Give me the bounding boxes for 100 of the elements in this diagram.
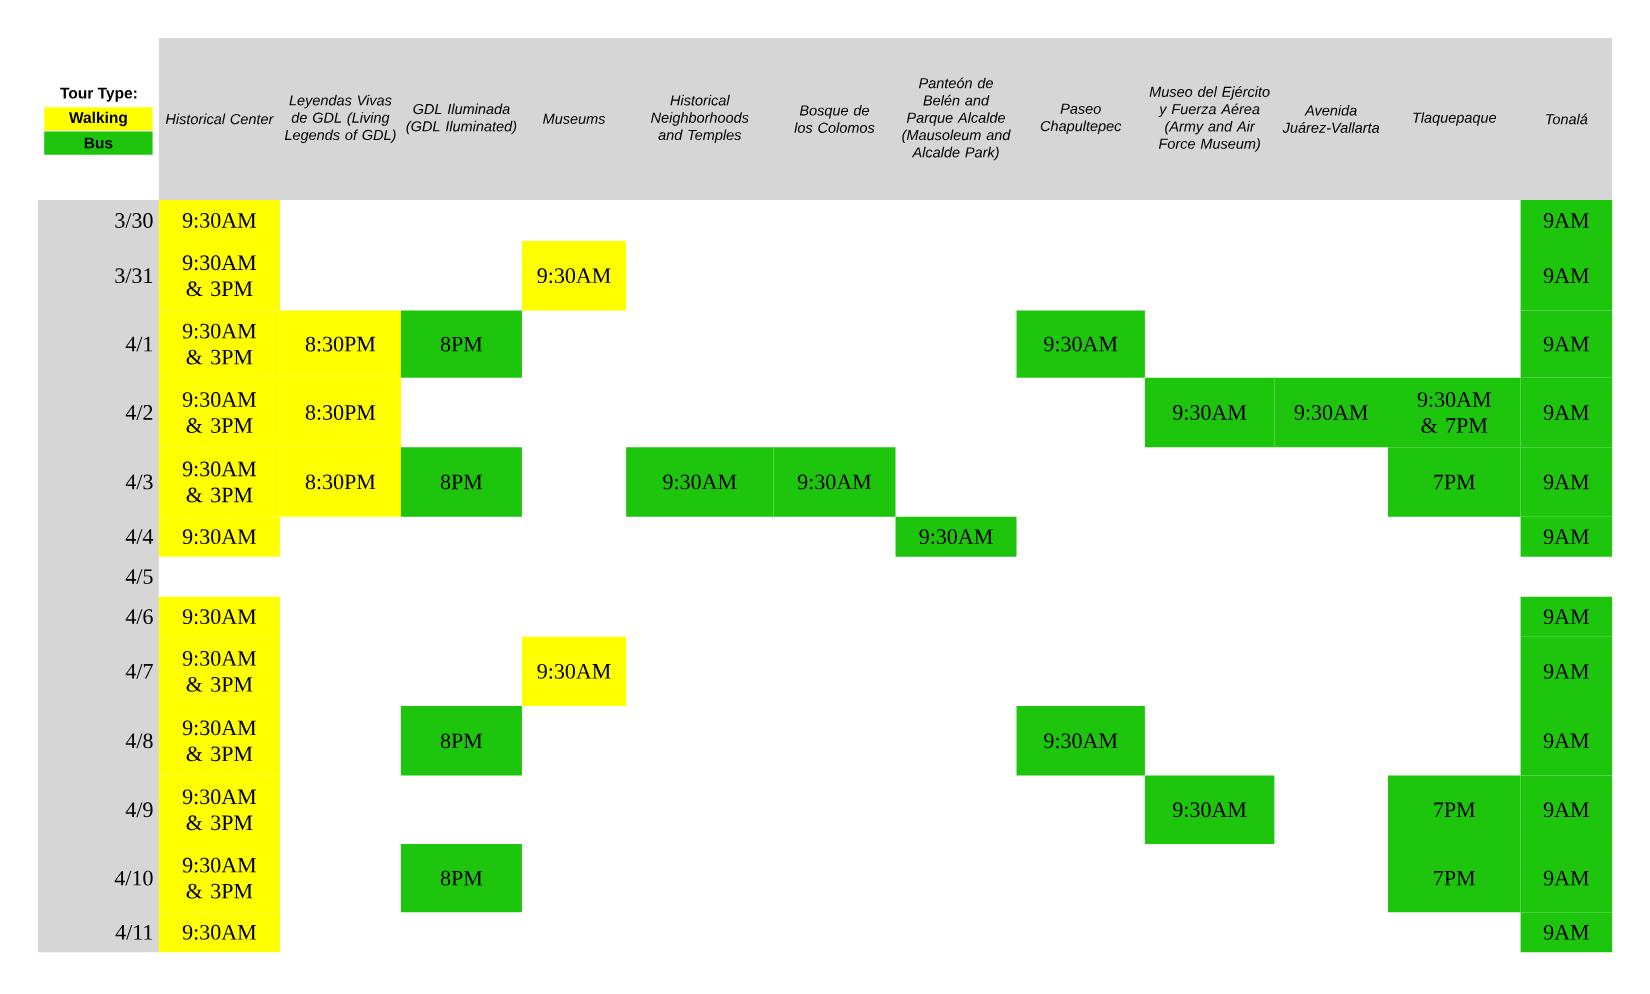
time-cell: 9AM: [1520, 199, 1613, 241]
row-date: 4/10: [114, 870, 153, 886]
time-cell: 7PM: [1388, 843, 1521, 913]
time-cell: 9:30AM & 3PM: [158, 636, 280, 707]
node-label: 9:30AM: [182, 609, 257, 625]
time-cell: 8PM: [400, 310, 522, 378]
row-date: 4/11: [115, 924, 153, 940]
time-cell: 9:30AM: [158, 596, 280, 637]
time-cell: 9:30AM: [521, 241, 627, 311]
time-cell: 9:30AM: [773, 447, 896, 517]
node-label: 7PM: [1434, 802, 1476, 817]
time-cell: 7PM: [1388, 447, 1521, 517]
node-label: 9:30AM & 7PM: [1417, 392, 1491, 433]
node-label: 9:30AM: [663, 474, 737, 490]
time-cell: 9AM: [1520, 843, 1613, 913]
column-header: Paseo Chapultepec: [1040, 103, 1122, 135]
time-cell: 8:30PM: [279, 310, 401, 378]
column-header: GDL Iluminada (GDL Iluminated): [406, 103, 517, 135]
node-label: 7PM: [1434, 474, 1476, 490]
column-header: Tonalá: [1546, 113, 1588, 125]
time-cell: 9:30AM & 3PM: [158, 310, 280, 378]
node-label: 9AM: [1543, 733, 1589, 749]
column-header: Museo del Ejército y Fuerza Aérea (Army and Air Force Museum): [1149, 86, 1270, 152]
time-cell: 9AM: [1520, 596, 1613, 637]
legend-title: Tour Type:: [60, 87, 137, 102]
time-cell: 9AM: [1520, 636, 1613, 707]
node-label: 9AM: [1543, 609, 1589, 625]
time-cell: 7PM: [1388, 775, 1521, 844]
node-label: 9AM: [1543, 870, 1589, 886]
time-cell: 9:30AM: [158, 516, 280, 557]
time-cell: 8PM: [400, 706, 522, 776]
time-cell: 9AM: [1520, 516, 1613, 557]
row-date: 4/3: [125, 474, 153, 490]
time-cell: 9:30AM & 3PM: [158, 843, 280, 913]
time-cell: 9:30AM: [158, 199, 280, 241]
row-date: 4/8: [125, 733, 153, 749]
time-cell: 9AM: [1520, 310, 1613, 378]
time-cell: 9:30AM & 3PM: [158, 447, 280, 517]
time-cell: 9:30AM: [1016, 310, 1145, 378]
time-cell: 9AM: [1520, 912, 1613, 953]
column-header: Museums: [543, 113, 606, 124]
row-date: 4/7: [125, 664, 153, 679]
column-header: Historical Neighborhoods and Temples: [651, 94, 749, 143]
time-cell: 9AM: [1520, 706, 1613, 776]
column-header: Leyendas Vivas de GDL (Living Legends of GDL): [284, 94, 396, 143]
node-label: 9:30AM & 3PM: [182, 461, 257, 503]
time-cell: 8PM: [400, 447, 522, 517]
node-label: 9AM: [1543, 405, 1589, 420]
node-label: 9:30AM & 3PM: [182, 323, 257, 365]
row-date: 3/31: [115, 268, 153, 284]
node-label: 9:30AM: [797, 474, 872, 490]
row-date: 4/9: [125, 802, 153, 818]
node-label: 8:30PM: [305, 336, 376, 352]
node-label: 9AM: [1543, 663, 1589, 679]
node-label: 9:30AM & 3PM: [182, 255, 257, 297]
node-label: 9:30AM: [182, 212, 257, 228]
column-header: Historical Center: [165, 113, 274, 125]
time-cell: 8:30PM: [279, 377, 401, 448]
node-label: 9AM: [1543, 529, 1589, 545]
time-cell: 9:30AM: [1144, 377, 1275, 448]
node-label: 9AM: [1543, 924, 1589, 940]
node-label: 9AM: [1543, 336, 1589, 352]
column-header: Tlaquepaque: [1413, 112, 1497, 126]
time-cell: 9:30AM & 7PM: [1388, 377, 1521, 448]
row-date: 3/30: [115, 213, 153, 228]
node-label: 9:30AM & 3PM: [182, 650, 257, 692]
node-label: 9:30AM & 3PM: [182, 789, 257, 831]
time-cell: 9:30AM & 3PM: [158, 775, 280, 844]
time-cell: 8:30PM: [279, 447, 401, 517]
node-label: 8:30PM: [305, 474, 376, 490]
row-date: 4/4: [125, 529, 154, 545]
time-cell: 9:30AM: [1016, 706, 1145, 776]
time-cell: 9:30AM & 3PM: [158, 706, 280, 776]
time-cell: 9:30AM: [1144, 775, 1275, 844]
time-cell: 9:30AM: [626, 447, 774, 517]
time-cell: 9:30AM: [1274, 377, 1388, 448]
time-cell: 9AM: [1520, 447, 1613, 517]
column-header: Bosque de los Colomos: [794, 104, 875, 133]
node-label: 9:30AM & 3PM: [182, 857, 257, 899]
time-cell: 9:30AM: [895, 516, 1017, 557]
column-header: Avenida Juárez-Vallarta: [1282, 104, 1380, 133]
time-cell: 9AM: [1520, 377, 1613, 448]
time-cell: 9AM: [1520, 241, 1613, 311]
node-label: 9:30AM: [1173, 405, 1247, 420]
row-date: 4/1: [125, 336, 153, 352]
node-label: 9AM: [1543, 474, 1589, 490]
time-cell: 9:30AM & 3PM: [158, 241, 280, 311]
node-label: 9AM: [1543, 268, 1589, 284]
node-label: 9AM: [1543, 802, 1589, 818]
node-label: 9:30AM: [1294, 405, 1368, 420]
time-cell: 9:30AM: [521, 636, 627, 707]
node-label: 9:30AM: [182, 924, 257, 940]
row-date: 4/6: [125, 609, 153, 625]
row-date: 4/5: [125, 569, 153, 585]
time-cell: 9AM: [1520, 775, 1613, 844]
node-label: 8:30PM: [305, 405, 376, 420]
node-label: 9:30AM & 3PM: [182, 720, 257, 762]
node-label: 9:30AM & 3PM: [182, 392, 257, 433]
column-header: Panteón de Belén and Parque Alcalde (Mausoleum and Alcalde Park): [902, 77, 1011, 161]
node-label: 9AM: [1543, 213, 1589, 228]
